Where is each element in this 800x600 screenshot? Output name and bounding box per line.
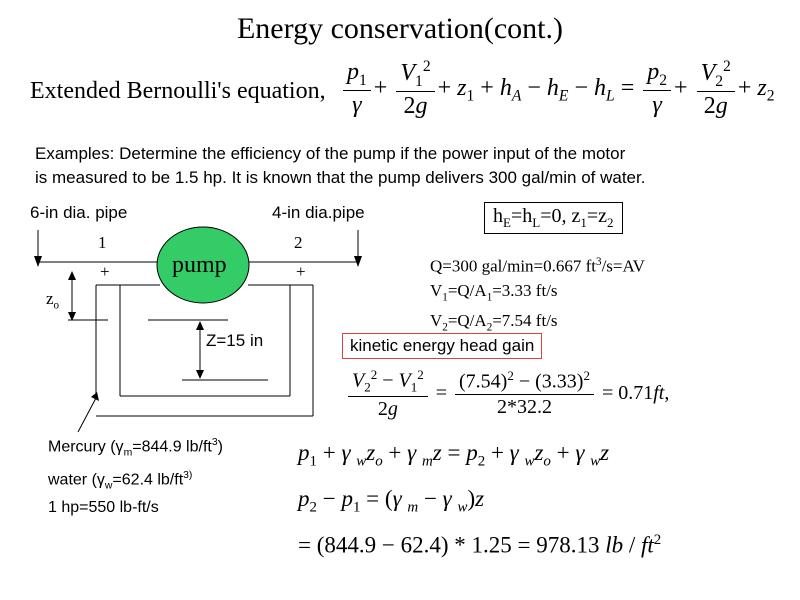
- manometer-equation-2: p2 − p1 = (γ m − γ w)z: [298, 486, 485, 516]
- examples-line-2: is measured to be 1.5 hp. It is known th…: [35, 168, 646, 187]
- left-pipe-label: 6-in dia. pipe: [30, 203, 128, 222]
- water-line: water (γw=62.4 lb/ft3): [48, 469, 193, 492]
- slide-title: Energy conservation(cont.): [236, 12, 563, 45]
- flow-rate-line: Q=300 gal/min=0.667 ft3/s=AV: [430, 256, 645, 276]
- flow-calculations: Q=300 gal/min=0.667 ft3/s=AV V1=Q/A1=3.3…: [430, 250, 645, 339]
- plus-sign-2: +: [296, 262, 306, 281]
- pump-ellipse: [156, 226, 250, 304]
- manometer-equation-1: p1 + γ wzo + γ mz = p2 + γ wzo + γ wz: [298, 440, 610, 470]
- zo-label: zo: [46, 289, 60, 312]
- manometer-equation-3: = (844.9 − 62.4) * 1.25 = 978.13 lb / ft…: [298, 532, 662, 558]
- pump-label: pump: [172, 252, 227, 278]
- velocity-2-line: V2=Q/A2=7.54 ft/s: [430, 311, 558, 334]
- plus-sign-1: +: [100, 262, 110, 281]
- bernoulli-label: Extended Bernoulli's equation,: [30, 78, 326, 104]
- outlet-arrow-head: [354, 256, 362, 267]
- kinetic-numerator: (7.54)2 − (3.33)2: [455, 368, 594, 396]
- kinetic-denominator: 2*32.2: [496, 396, 552, 419]
- point-2-label: 2: [294, 233, 303, 252]
- right-pipe-label: 4-in dia.pipe: [272, 203, 365, 222]
- kinetic-result: = 0.71ft,: [601, 381, 670, 404]
- point-1-label: 1: [98, 233, 107, 252]
- examples-line-1: Examples: Determine the efficiency of th…: [35, 144, 626, 163]
- horsepower-line: 1 hp=550 lb-ft/s: [48, 499, 159, 517]
- givens-block: Mercury (γm=844.9 lb/ft3) water (γw=62.4…: [48, 432, 223, 519]
- inlet-arrow-head: [34, 256, 42, 267]
- assumption-box: hE=hL=0, z1=z2: [484, 202, 623, 234]
- examples-text: Examples: Determine the efficiency of th…: [35, 142, 645, 190]
- mercury-leader-line: [77, 397, 97, 433]
- mercury-line: Mercury (γm=844.9 lb/ft3): [48, 437, 223, 459]
- kinetic-energy-label: kinetic energy head gain: [342, 333, 543, 359]
- z-height-label: Z=15 in: [206, 331, 264, 350]
- velocity-1-line: V1=Q/A1=3.33 ft/s: [430, 280, 558, 304]
